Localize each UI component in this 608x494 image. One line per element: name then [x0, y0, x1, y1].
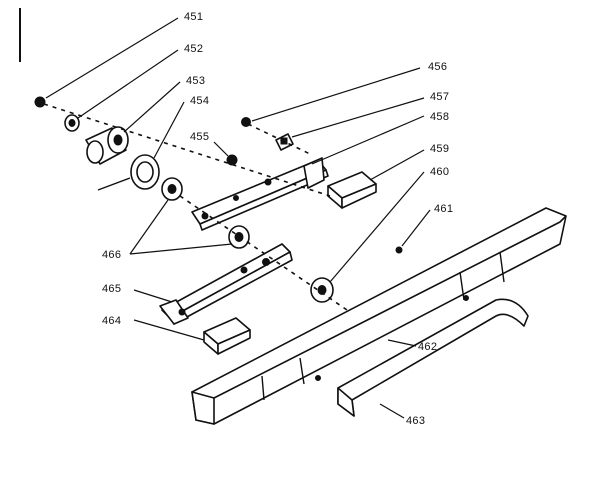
callout-455: 455: [190, 131, 209, 143]
part-457-clip: [275, 133, 294, 151]
callout-451: 451: [184, 11, 203, 23]
callout-453: 453: [186, 75, 205, 87]
part-452-washer: [64, 114, 80, 132]
callout-458: 458: [430, 111, 449, 123]
part-451-screw: [34, 96, 46, 108]
part-460-washer: [310, 277, 334, 303]
callout-460: 460: [430, 166, 449, 178]
callout-466: 466: [102, 249, 121, 261]
callout-465: 465: [102, 283, 121, 295]
axis-line-middle: [247, 123, 311, 155]
part-465-lower-bracket: [159, 243, 293, 325]
callout-452: 452: [184, 43, 203, 55]
part-466-washer-upper: [161, 177, 183, 201]
callout-462: 462: [418, 341, 437, 353]
callout-459: 459: [430, 143, 449, 155]
callout-456: 456: [428, 61, 447, 73]
part-464-pad: [203, 317, 251, 355]
callout-464: 464: [102, 315, 121, 327]
part-462-handle-base: [191, 207, 567, 425]
callout-463: 463: [406, 415, 425, 427]
leader-lines: [45, 17, 431, 419]
part-455-nut: [226, 154, 238, 166]
part-459-pad: [327, 171, 377, 209]
axis-line-lower: [179, 195, 351, 313]
callout-461: 461: [434, 203, 453, 215]
part-463-grip: [337, 298, 529, 417]
part-461-screw: [395, 246, 403, 254]
part-453-bushing: [85, 126, 129, 165]
callout-454: 454: [190, 95, 209, 107]
callout-457: 457: [430, 91, 449, 103]
part-466-washer-lower: [228, 225, 250, 249]
part-454-ring: [97, 154, 160, 191]
part-458-upper-bracket: [191, 157, 329, 231]
